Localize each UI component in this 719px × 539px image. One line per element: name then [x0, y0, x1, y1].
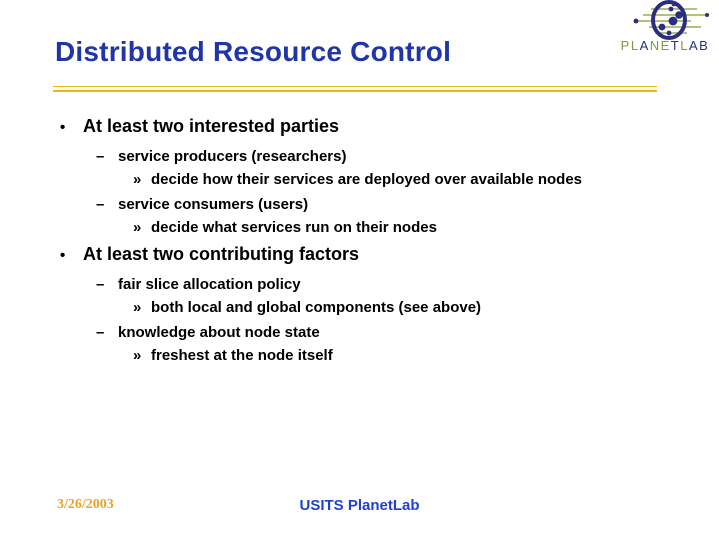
bullet-text: At least two contributing factors — [83, 244, 360, 264]
wordmark-letter: A — [639, 38, 650, 53]
title-underline-rule — [53, 86, 657, 92]
wordmark-letter: B — [699, 38, 710, 53]
bullet-marker: » — [133, 171, 142, 188]
wordmark-letter: L — [680, 38, 689, 53]
wordmark-letter: P — [620, 38, 631, 53]
list-item: » decide how their services are deployed … — [0, 169, 719, 190]
bullet-text: service producers (researchers) — [118, 148, 347, 165]
bullet-text: decide what services run on their nodes — [151, 219, 437, 236]
slide-title: Distributed Resource Control — [55, 36, 452, 67]
footer-date: 3/26/2003 — [57, 497, 114, 512]
bullet-marker: » — [133, 299, 142, 316]
bullet-marker: » — [133, 347, 142, 364]
bullet-text: both local and global components (see ab… — [151, 299, 482, 316]
planetlab-emblem-icon — [633, 0, 709, 40]
wordmark-letter: L — [630, 38, 640, 53]
list-item: –service producers (researchers) — [0, 146, 719, 167]
list-item: » both local and global components (see a… — [0, 297, 719, 318]
bullet-marker: » — [133, 219, 142, 236]
bullet-text: fair slice allocation policy — [118, 276, 301, 293]
wordmark-letter: E — [660, 38, 671, 53]
wordmark-letter: N — [649, 38, 661, 53]
bullet-text: At least two interested parties — [83, 116, 340, 136]
footer-title: USITS PlanetLab — [299, 497, 420, 514]
list-item: –knowledge about node state — [0, 322, 719, 343]
bullet-marker: • — [60, 119, 66, 136]
planetlab-wordmark: PLANETLAB — [611, 38, 719, 53]
bullet-text: decide how their services are deployed o… — [151, 171, 583, 188]
list-item: –fair slice allocation policy — [0, 274, 719, 295]
bullet-marker: • — [60, 247, 66, 264]
bullet-marker: – — [96, 148, 105, 165]
bullet-marker: – — [96, 196, 105, 213]
planetlab-logo: PLANETLAB — [611, 0, 719, 53]
wordmark-letter: A — [688, 38, 700, 53]
bullet-text: freshest at the node itself — [151, 347, 333, 364]
list-item: » freshest at the node itself — [0, 345, 719, 366]
bullet-text: service consumers (users) — [118, 196, 309, 213]
bullet-list: •At least two interested parties–service… — [0, 114, 719, 370]
bullet-text: knowledge about node state — [118, 324, 320, 341]
wordmark-letter: T — [670, 38, 681, 53]
list-item: –service consumers (users) — [0, 194, 719, 215]
bullet-marker: – — [96, 276, 105, 293]
bullet-marker: – — [96, 324, 105, 341]
list-item: • At least two contributing factors — [0, 242, 719, 268]
list-item: » decide what services run on their nodes — [0, 217, 719, 238]
list-item: • At least two interested parties — [0, 114, 719, 140]
